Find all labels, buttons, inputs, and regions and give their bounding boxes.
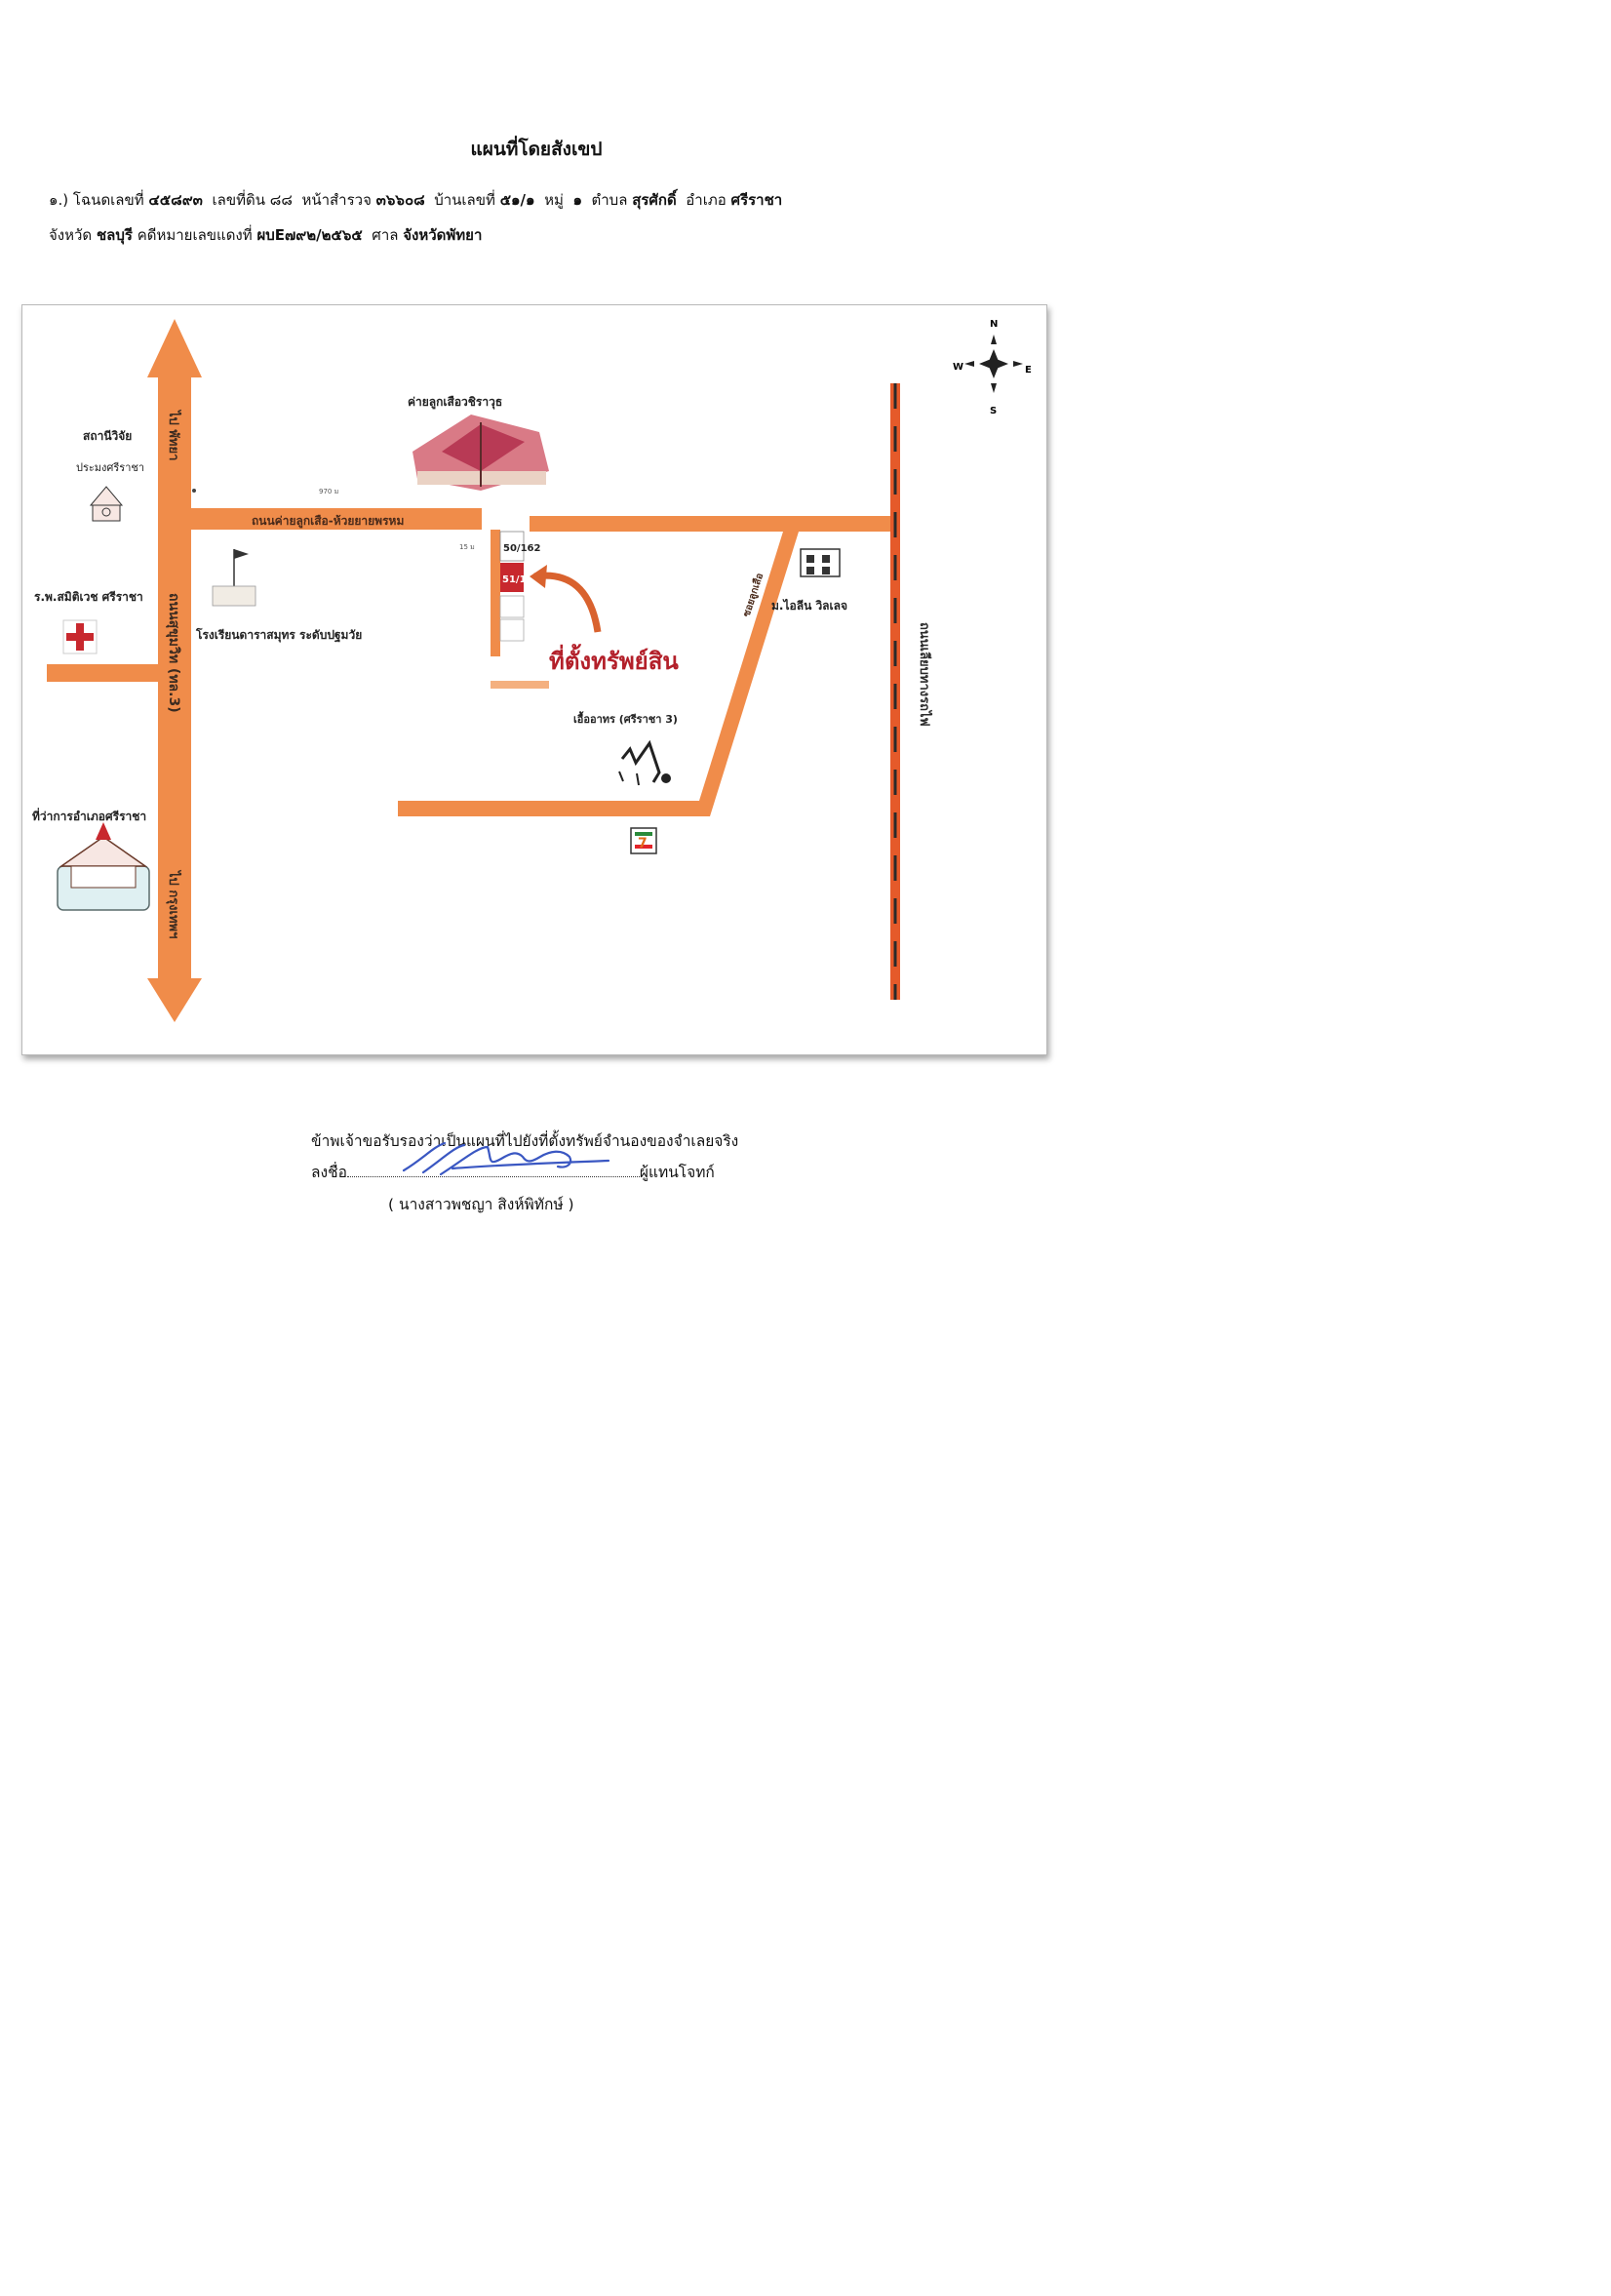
deed-info-line-2: จังหวัด ชลบุรี คดีหมายเลขแดงที่ ผบE๗๙๒/๒…	[49, 223, 482, 247]
handwritten-signature	[402, 1141, 610, 1176]
compass-s: S	[990, 406, 997, 416]
hospital-spur-road	[47, 664, 162, 682]
deed-prefix: ๑.) โฉนดเลขที่	[49, 191, 144, 209]
land-number: ๘๘	[269, 191, 293, 209]
cross-road-left	[189, 508, 482, 530]
distance-label: 970 ม	[319, 488, 338, 495]
scout-camp-icon	[413, 415, 549, 491]
arrow-up-icon	[147, 319, 202, 377]
moo-label: หมู่	[544, 191, 564, 209]
bottom-road	[398, 801, 702, 816]
amphoe-label: อำเภอ	[686, 191, 727, 209]
shrine-label: เอื้ออาทร (ศรีราชา 3)	[573, 711, 678, 726]
property-location-label: ที่ตั้งทรัพย์สิน	[549, 643, 679, 675]
tambon-label: ตำบล	[591, 191, 628, 209]
certification-statement: ข้าพเจ้าขอรับรองว่าเป็นแผนที่ไปยังที่ตั้…	[311, 1132, 739, 1150]
signature-line: ลงชื่อ ผู้แทนโจทก์	[311, 1160, 715, 1184]
to-bangkok-label: ไป กรุงเทพฯ	[166, 869, 182, 938]
hospital-cross-icon	[62, 619, 98, 654]
school-label: โรงเรียนดาราสมุทร ระดับปฐมวัย	[195, 627, 362, 643]
school-flag-icon	[212, 549, 256, 607]
compass-rose-icon	[964, 335, 1023, 393]
deed-info-line-1: ๑.) โฉนดเลขที่ ๔๕๘๙๓ เลขที่ดิน ๘๘ หน้าสำ…	[49, 188, 782, 212]
research-station-label-2: ประมงศรีราชา	[76, 461, 144, 474]
pointer-arrowhead-icon	[530, 565, 547, 588]
main-road-label: ถนนสุขุมวิท (ทล.3)	[166, 593, 181, 713]
research-station-label-1: สถานีวิจัย	[83, 429, 132, 443]
document-title: แผนที่โดยสังเขป	[470, 139, 603, 160]
distance-small-label: 15 ม	[459, 543, 475, 551]
court-label: ศาล	[372, 226, 399, 244]
property-plots	[491, 530, 549, 689]
cross-road-label: ถนนค่ายลูกเสือ-ห้วยยายพรหม	[252, 514, 404, 529]
signature-dotted-line	[346, 1163, 640, 1177]
house-label: บ้านเลขที่	[434, 191, 495, 209]
compass-n: N	[990, 319, 998, 330]
district-office-icon	[57, 822, 150, 911]
junction-marker	[192, 489, 196, 493]
case-number: ผบE๗๙๒/๒๕๖๕	[256, 226, 363, 244]
tambon-value: สุรศักดิ์	[632, 191, 677, 209]
signer-name: ( นางสาวพชญา สิงห์พิทักษ์ )	[388, 1196, 574, 1213]
main-road	[147, 319, 202, 1022]
compass-e: E	[1025, 365, 1032, 376]
deed-number: ๔๕๘๙๓	[148, 191, 203, 209]
map-canvas: ถนนสุขุมวิท (ทล.3) ไป พัทยา ไป กรุงเทพฯ …	[32, 319, 1032, 1022]
province-label: จังหวัด	[49, 226, 93, 244]
amphoe-value: ศรีราชา	[730, 191, 783, 209]
district-office-label: ที่ว่าการอำเภอศรีราชา	[32, 808, 146, 823]
right-road-label: ถนนเลียบทางรถไฟ	[917, 622, 933, 727]
cross-road-right	[530, 516, 898, 532]
hospital-label: ร.พ.สมิติเวช ศรีราชา	[34, 590, 143, 604]
diagonal-road	[694, 532, 799, 816]
arrow-down-icon	[147, 978, 202, 1022]
convenience-store-label: 7	[638, 836, 648, 851]
sign-role: ผู้แทนโจทก์	[639, 1164, 715, 1181]
province-value: ชลบุรี	[96, 226, 133, 244]
court-value: จังหวัดพัทยา	[403, 226, 483, 244]
convenience-store-icon	[630, 827, 657, 854]
scout-camp-label: ค่ายลูกเสือวชิราวุธ	[408, 395, 502, 410]
village-label: ม.ไอลีน วิลเลจ	[771, 598, 847, 613]
shrine-figure-icon	[618, 739, 671, 786]
moo-number: ๑	[572, 191, 582, 209]
land-no-label: เลขที่ดิน	[212, 191, 265, 209]
house-number: ๕๑/๑	[499, 191, 535, 209]
survey-number: ๓๖๖๐๘	[375, 191, 425, 209]
compass-w: W	[953, 362, 963, 373]
plot-top-label: 50/162	[503, 543, 540, 554]
sign-label: ลงชื่อ	[311, 1164, 347, 1181]
survey-label: หน้าสำรวจ	[301, 191, 372, 209]
case-label: คดีหมายเลขแดงที่	[137, 226, 253, 244]
target-plot	[500, 563, 524, 592]
sketch-map: ถนนสุขุมวิท (ทล.3) ไป พัทยา ไป กรุงเทพฯ …	[21, 304, 1047, 1055]
village-house-icon	[800, 548, 841, 577]
to-pattaya-label: ไป พัทยา	[166, 409, 182, 460]
plot-target-label: 51/1	[502, 574, 527, 585]
research-station-icon	[89, 486, 124, 522]
